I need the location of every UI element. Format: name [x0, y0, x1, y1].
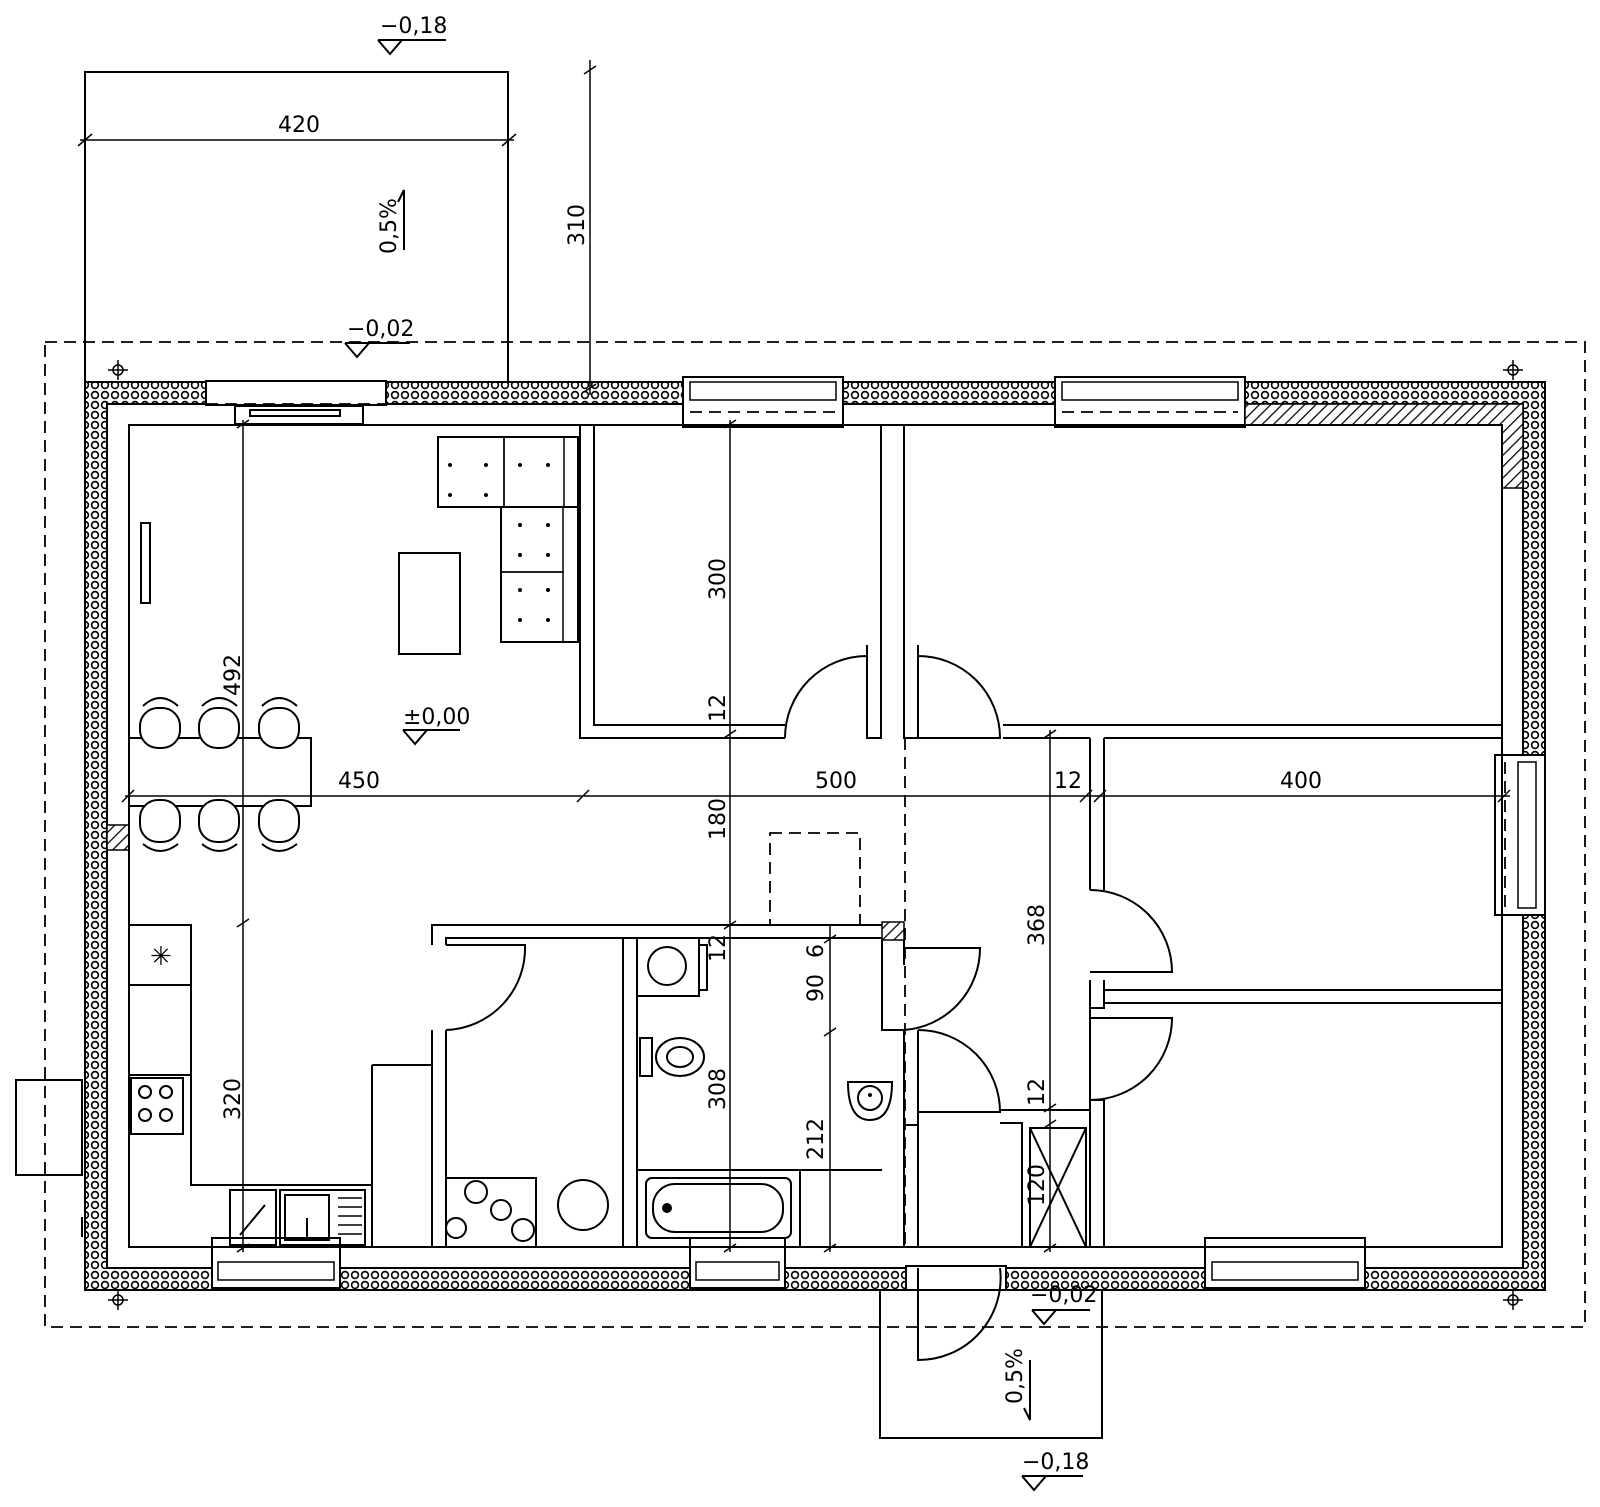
entrance-step: [879, 1290, 1103, 1439]
level-markers: [344, 39, 1090, 1492]
level-terrace-inner: −0,02: [347, 317, 414, 342]
outdoor-unit: [15, 1079, 83, 1176]
dim-bedroom-368: 368: [1025, 904, 1050, 946]
level-entry-outer: −0,18: [1022, 1450, 1089, 1475]
dim-room-depth-300: 300: [706, 558, 731, 600]
furniture: ✳: [128, 436, 1087, 1248]
slope-entry: 0,5%: [1003, 1348, 1028, 1404]
doors: [445, 654, 1174, 1362]
svg-text:✳: ✳: [150, 942, 172, 972]
slope-terrace: 0,5%: [377, 198, 402, 254]
dim-wall-12-c: 12: [706, 934, 731, 962]
dim-bath-308: 308: [706, 1068, 731, 1110]
dim-wall-12-a: 12: [1054, 769, 1082, 794]
dim-bedroom-width: 400: [1280, 769, 1322, 794]
chimney-wall: [1244, 403, 1524, 489]
dim-bath-6: 6: [804, 944, 829, 958]
dim-kitchen-492: 492: [221, 654, 246, 696]
dim-closet-120: 120: [1025, 1164, 1050, 1206]
window-north-bedroom2: [1054, 376, 1246, 428]
dim-wall-12-b: 12: [706, 694, 731, 722]
grid-markers: [108, 360, 1523, 1310]
dim-bath-90: 90: [804, 974, 829, 1002]
attic-hatch: [769, 832, 861, 926]
window-north-living: [205, 380, 387, 406]
kitchen-wall-pier: [106, 824, 130, 851]
interior-walls: [128, 424, 1503, 1248]
terrace-outline: [84, 71, 509, 382]
dim-hall-180: 180: [706, 798, 731, 840]
entrance-opening: [905, 1265, 1007, 1291]
slope-arrows: [397, 189, 1031, 1421]
dim-bath-212: 212: [804, 1118, 829, 1160]
dim-wall-12-d: 12: [1025, 1078, 1050, 1106]
dim-corridor-width: 500: [815, 769, 857, 794]
bath-wall-pier: [881, 921, 905, 941]
roof-outline: [44, 341, 1586, 1328]
dim-kitchen-320: 320: [221, 1078, 246, 1120]
dim-living-width: 450: [338, 769, 380, 794]
windows: [205, 376, 1546, 1291]
level-floor: ±0,00: [403, 705, 470, 730]
level-entry-inner: −0,02: [1030, 1283, 1097, 1308]
level-terrace-outer: −0,18: [380, 14, 447, 39]
dimension-lines: [77, 60, 1511, 1253]
dim-terrace-width: 420: [278, 113, 320, 138]
dim-terrace-depth: 310: [565, 204, 590, 246]
window-north-bedroom1: [682, 376, 844, 428]
